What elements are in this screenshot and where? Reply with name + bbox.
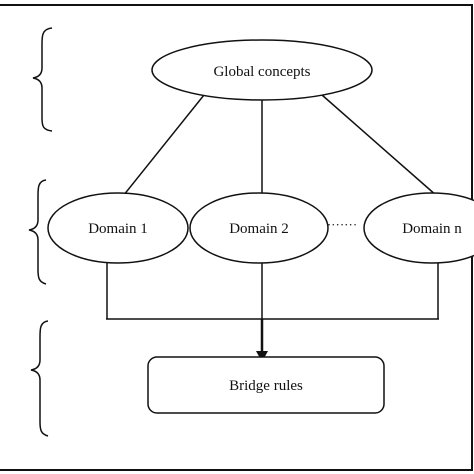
domain-2-node (189, 192, 329, 264)
domain-1-label: Domain 1 (88, 221, 148, 237)
layer-brace-top (32, 27, 53, 132)
bridge-rules-label: Bridge rules (229, 378, 303, 394)
layer-brace-middle (28, 179, 47, 285)
domain-2-label: Domain 2 (229, 221, 289, 237)
connector-global-domain-1 (122, 94, 205, 197)
domain-1-node (47, 192, 189, 264)
domain-n-node (363, 192, 474, 264)
bridge-rules-node (147, 356, 385, 414)
layer-brace-bottom (30, 320, 49, 437)
connector-global-domain-n (321, 94, 438, 197)
global-concepts-label: Global concepts (213, 64, 310, 80)
domain-ellipsis: ······· (327, 217, 357, 232)
domain-n-label: Domain n (402, 221, 462, 237)
global-concepts-node (151, 39, 373, 101)
